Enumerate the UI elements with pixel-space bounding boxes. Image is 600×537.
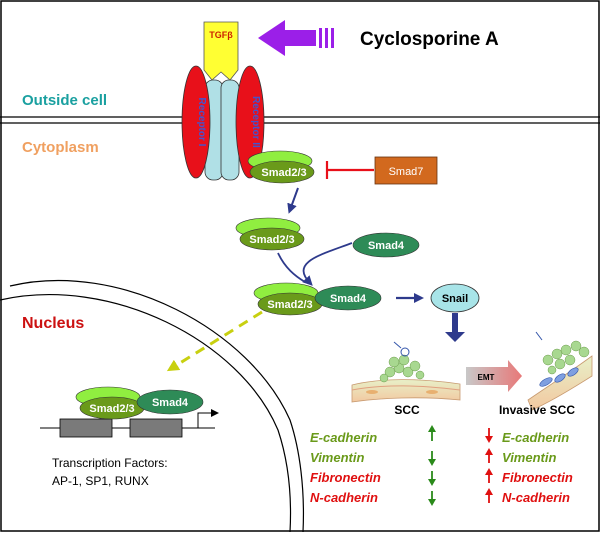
snail-label: Snail bbox=[442, 293, 468, 305]
receptor-2-label: Receptor II bbox=[250, 96, 261, 148]
gene-block-1 bbox=[59, 418, 113, 438]
transcription-heading: Transcription Factors: bbox=[52, 456, 168, 470]
emt-arrow: EMT bbox=[466, 360, 522, 392]
drug-title: Cyclosporine A bbox=[360, 29, 499, 50]
snail-down-arrow bbox=[445, 313, 465, 342]
smad23-receptor-label: Smad2/3 bbox=[261, 167, 306, 179]
marker-scc-ecadherin: E-cadherin bbox=[310, 430, 377, 445]
scc-arrow-fibronectin-down bbox=[428, 471, 436, 486]
smad4-nucleus-label: Smad4 bbox=[152, 397, 189, 409]
transcription-list: AP-1, SP1, RUNX bbox=[52, 474, 149, 488]
nuclear-envelope bbox=[0, 279, 305, 533]
marker-invasive-ecadherin: E-cadherin bbox=[502, 430, 569, 445]
smad23-free: Smad2/3 bbox=[235, 217, 305, 251]
marker-invasive-vimentin: Vimentin bbox=[502, 450, 556, 465]
nucleus-label: Nucleus bbox=[22, 315, 84, 332]
cell-membrane bbox=[0, 116, 600, 124]
scc-arrow-ecadherin-up bbox=[428, 425, 436, 441]
receptor-1 bbox=[181, 65, 211, 179]
marker-table: E-cadherin Vimentin Fibronectin N-cadher… bbox=[310, 425, 573, 506]
marker-invasive-fibronectin: Fibronectin bbox=[502, 470, 573, 485]
smad23-free-label: Smad2/3 bbox=[249, 234, 294, 246]
snail-node: Snail bbox=[430, 283, 480, 313]
marker-invasive-ncadherin: N-cadherin bbox=[502, 490, 570, 505]
receptor-1-label: Receptor I bbox=[196, 98, 207, 147]
gene-block-2 bbox=[129, 418, 183, 438]
tgfb-ligand bbox=[203, 21, 239, 81]
marker-scc-fibronectin: Fibronectin bbox=[310, 470, 381, 485]
dna-gene bbox=[40, 409, 219, 438]
scc-tissue-image bbox=[351, 341, 461, 403]
emt-label: EMT bbox=[478, 373, 495, 382]
smad4-free: Smad4 bbox=[352, 232, 420, 258]
smad23-receptor: Smad2/3 bbox=[247, 150, 315, 184]
receptor-2 bbox=[235, 65, 265, 179]
smad23-nucleus-label: Smad2/3 bbox=[89, 403, 134, 415]
smad-complex-nucleus: Smad2/3 Smad4 bbox=[75, 386, 204, 420]
tgfb-label: TGFβ bbox=[209, 30, 233, 40]
complex-formation-branch bbox=[277, 252, 306, 283]
smad-complex-cytoplasm: Smad2/3 Smad4 bbox=[253, 282, 382, 316]
smad4-complex-label: Smad4 bbox=[330, 293, 367, 305]
invasive-arrow-ncadherin-up bbox=[485, 488, 493, 503]
scc-regulation-arrows bbox=[428, 425, 436, 506]
scc-arrow-ncadherin-down bbox=[428, 491, 436, 506]
nuclear-translocation-arrow bbox=[166, 310, 263, 372]
outside-cell-label: Outside cell bbox=[22, 92, 107, 109]
invasive-scc-label: Invasive SCC bbox=[499, 403, 575, 417]
cytoplasm-label: Cytoplasm bbox=[22, 139, 99, 156]
invasive-arrow-vimentin-up bbox=[485, 448, 493, 463]
marker-scc-vimentin: Vimentin bbox=[310, 450, 364, 465]
activation-arrow-1 bbox=[287, 187, 299, 214]
receptor-complex: Receptor I Receptor II TGFβ bbox=[181, 21, 265, 181]
smad23-complex-label: Smad2/3 bbox=[267, 299, 312, 311]
smad7-label: Smad7 bbox=[389, 166, 424, 178]
scc-arrow-vimentin-down bbox=[428, 451, 436, 466]
smad7-box bbox=[374, 156, 438, 185]
scc-label: SCC bbox=[394, 403, 420, 417]
invasive-regulation-arrows bbox=[485, 428, 493, 503]
invasive-scc-tissue-image bbox=[527, 331, 593, 411]
invasive-arrow-ecadherin-down bbox=[485, 428, 493, 443]
complex-formation-arrow bbox=[302, 242, 353, 286]
invasive-arrow-fibronectin-up bbox=[485, 468, 493, 483]
transcription-start-arrow bbox=[197, 409, 219, 428]
drug-arrow bbox=[258, 20, 334, 56]
smad7-inhibition: Smad7 bbox=[325, 156, 438, 185]
smad4-free-label: Smad4 bbox=[368, 240, 405, 252]
marker-scc-ncadherin: N-cadherin bbox=[310, 490, 378, 505]
